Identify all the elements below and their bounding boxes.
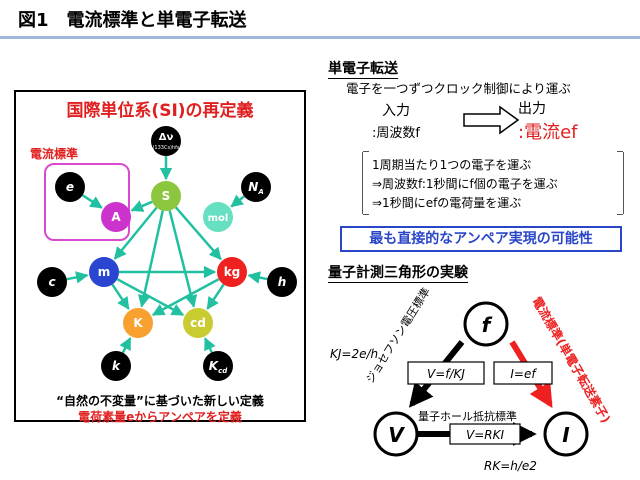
eq-bottom-box bbox=[449, 423, 521, 445]
si-edge-k-K bbox=[119, 337, 132, 354]
si-node-label: kg bbox=[224, 265, 241, 279]
eq-left-box bbox=[407, 361, 485, 385]
si-node-circle bbox=[151, 181, 181, 211]
si-node-S: S bbox=[151, 181, 181, 211]
note-1: 1周期当たり1つの電子を運ぶ bbox=[372, 158, 532, 172]
si-edge-S-A bbox=[130, 200, 153, 212]
si-node-label: cd bbox=[190, 316, 206, 330]
si-node-NA: NA bbox=[241, 172, 271, 202]
note-3: ⇒1秒間にefの電荷量を運ぶ bbox=[372, 196, 522, 210]
eq-left: V=f/KJ bbox=[427, 367, 465, 381]
si-edge-h-kg bbox=[247, 271, 268, 284]
si-node-circle bbox=[267, 267, 297, 297]
si-node-e: e bbox=[55, 172, 85, 202]
output-label: 出力 bbox=[518, 101, 546, 117]
notes-bracket bbox=[362, 150, 624, 215]
si-node-label: e bbox=[66, 180, 74, 194]
note-2: ⇒周波数f:1秒間にf個の電子を運ぶ bbox=[372, 177, 558, 191]
si-node-kg: kg bbox=[217, 257, 247, 287]
si-node-circle bbox=[123, 308, 153, 338]
si-panel-title: 国際単位系(SI)の再定義 bbox=[66, 101, 254, 121]
node-V bbox=[373, 411, 419, 457]
rk-formula: RK=h/e2 bbox=[484, 459, 537, 473]
triangle-title: 量子計測三角形の実験 bbox=[328, 262, 468, 283]
si-node-circle bbox=[203, 202, 233, 232]
current-standard-label: 電流標準 bbox=[30, 147, 79, 161]
si-node-label: mol bbox=[208, 213, 229, 224]
input-value: :周波数f bbox=[372, 126, 420, 141]
node-V-label: V bbox=[388, 423, 405, 447]
node-I-label: I bbox=[562, 423, 570, 447]
si-edge-Kcd-cd bbox=[204, 337, 216, 353]
eq-right: I=ef bbox=[510, 367, 537, 381]
si-node-label: k bbox=[112, 359, 121, 373]
si-node-circle bbox=[183, 308, 213, 338]
eq-bottom: V=RKI bbox=[466, 428, 504, 442]
si-node-label: h bbox=[278, 275, 287, 289]
output-value: :電流ef bbox=[518, 122, 578, 143]
si-edge-S-cd bbox=[168, 210, 198, 308]
hall-label: 量子ホール抵抗標準 bbox=[418, 409, 517, 423]
si-edge-S-m bbox=[113, 206, 158, 260]
si-node-sublabel: (133Cs)hfs bbox=[152, 145, 179, 151]
si-edge-m-cd bbox=[116, 278, 185, 316]
set-description: 電子を一つずつクロック制御により運ぶ bbox=[346, 81, 571, 96]
si-node-circle bbox=[151, 126, 181, 156]
hollow-right-arrow-icon bbox=[463, 105, 520, 135]
si-node-label: S bbox=[162, 189, 171, 203]
si-node-m: m bbox=[89, 257, 119, 287]
si-node-K: K bbox=[123, 308, 153, 338]
si-edge-NA-mol bbox=[230, 194, 246, 208]
si-edge-kg-cd bbox=[206, 283, 225, 310]
si-edge-e-A bbox=[81, 194, 103, 209]
si-edge-c-m bbox=[66, 271, 89, 284]
kj-formula: KJ=2e/h bbox=[330, 347, 378, 361]
si-node-mol: mol bbox=[203, 202, 233, 232]
si-node-circle bbox=[203, 351, 233, 381]
si-node-label: m bbox=[98, 265, 111, 279]
si-edges bbox=[66, 156, 268, 354]
si-node-dnu: Δν (133Cs)hfs bbox=[151, 126, 181, 156]
si-node-label: c bbox=[48, 275, 55, 289]
slide-title: 図1 電流標準と単電子転送 bbox=[18, 10, 247, 31]
si-node-cd: cd bbox=[183, 308, 213, 338]
si-node-label: A bbox=[111, 210, 121, 224]
si-node-circle bbox=[101, 351, 131, 381]
si-node-h: h bbox=[267, 267, 297, 297]
eq-right-box bbox=[493, 361, 553, 385]
si-node-c: c bbox=[37, 267, 67, 297]
si-node-circle bbox=[37, 267, 67, 297]
si-node-circle bbox=[89, 257, 119, 287]
title-divider bbox=[0, 36, 640, 39]
node-f bbox=[463, 301, 509, 347]
current-standard-side-label: 電流標準(単電子転送素子) bbox=[529, 294, 613, 425]
si-node-label: K bbox=[133, 316, 143, 330]
si-node-A: A bbox=[101, 202, 131, 232]
si-node-k: k bbox=[101, 351, 131, 381]
si-footnote-1: “自然の不変量”に基づいた新しい定義 bbox=[56, 394, 264, 408]
si-node-circle bbox=[241, 172, 271, 202]
si-node-label: Δν bbox=[159, 132, 174, 143]
si-node-circle bbox=[55, 172, 85, 202]
si-edge-m-K bbox=[111, 283, 130, 310]
si-node-circle bbox=[101, 202, 131, 232]
metrology-triangle: f V I KJ=2e/h RK=h/e2 ジョセフソン電圧標準 電流標準(単電… bbox=[330, 285, 614, 473]
set-title: 単電子転送 bbox=[328, 58, 398, 79]
node-f-label: f bbox=[482, 313, 493, 337]
si-footnote-2: 電荷素量eからアンペアを定義 bbox=[78, 410, 242, 424]
si-panel-frame bbox=[14, 90, 306, 422]
si-edge-S-K bbox=[137, 210, 164, 308]
current-standard-highlight-box bbox=[44, 163, 130, 241]
node-I bbox=[543, 411, 589, 457]
highlight-box: 最も直接的なアンペア実現の可能性 bbox=[340, 226, 622, 252]
si-node-Kcd: Kcd bbox=[203, 351, 233, 381]
si-edge-kg-K bbox=[151, 278, 220, 316]
si-node-circle bbox=[217, 257, 247, 287]
si-edge-S-kg bbox=[174, 206, 222, 261]
input-label: 入力 bbox=[382, 103, 410, 119]
